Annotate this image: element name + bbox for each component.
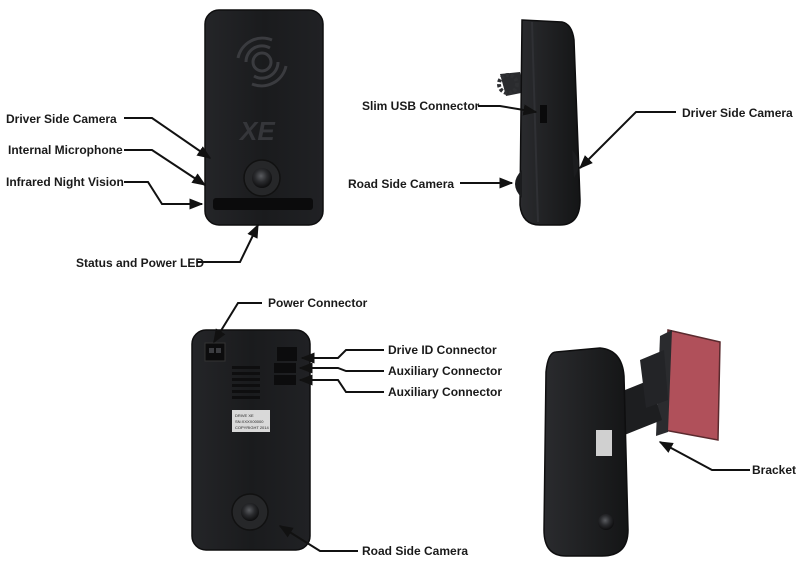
device-logo-text: XE bbox=[238, 116, 275, 146]
label-front-status-power-led: Status and Power LED bbox=[76, 256, 205, 270]
label-side-driver-side-camera: Driver Side Camera bbox=[682, 106, 793, 120]
power-connector-port bbox=[204, 342, 226, 362]
back-camera-lens-icon bbox=[241, 503, 259, 521]
bracket-adhesive-pad bbox=[663, 329, 721, 441]
bracket-view-device bbox=[543, 329, 721, 557]
label-back-auxiliary-connector-1: Auxiliary Connector bbox=[388, 364, 503, 378]
swirl-logo-icon bbox=[236, 36, 288, 88]
label-back-auxiliary-connector-2: Auxiliary Connector bbox=[388, 385, 503, 399]
label-side-road-side-camera: Road Side Camera bbox=[348, 177, 455, 191]
label-front-driver-side-camera: Driver Side Camera bbox=[6, 112, 117, 126]
aux-connector-port-2 bbox=[274, 375, 296, 385]
serial-sticker bbox=[232, 410, 270, 432]
front-camera-lens-icon bbox=[252, 168, 272, 188]
drive-id-connector-port bbox=[277, 347, 297, 361]
usb-port bbox=[540, 105, 547, 123]
label-back-drive-id-connector: Drive ID Connector bbox=[388, 343, 497, 357]
label-bracket: Bracket bbox=[752, 463, 797, 477]
back-view-device: DRIVE XE SN:XXXX00000 COPYRIGHT 2014 bbox=[191, 329, 311, 551]
label-front-internal-microphone: Internal Microphone bbox=[8, 143, 123, 157]
sticker-line-2: SN:XXXX00000 bbox=[235, 419, 264, 424]
bracket-callout bbox=[658, 441, 750, 471]
label-back-road-side-camera: Road Side Camera bbox=[362, 544, 469, 558]
sticker-line-1: DRIVE XE bbox=[235, 413, 254, 418]
label-front-infrared-night-vision: Infrared Night Vision bbox=[6, 175, 124, 189]
side-callouts bbox=[460, 104, 676, 189]
sticker-line-3: COPYRIGHT 2014 bbox=[235, 425, 269, 430]
vent-grille bbox=[232, 366, 260, 399]
label-side-slim-usb-connector: Slim USB Connector bbox=[362, 99, 480, 113]
front-callouts bbox=[124, 117, 259, 263]
label-back-power-connector: Power Connector bbox=[268, 296, 368, 310]
infrared-strip bbox=[213, 198, 313, 210]
back-callouts bbox=[213, 302, 384, 552]
bracket-view-camera-lens-icon bbox=[598, 514, 614, 530]
side-road-camera-bump bbox=[515, 170, 522, 198]
aux-connector-port-1 bbox=[274, 363, 296, 373]
side-driver-camera-bump bbox=[572, 150, 579, 178]
side-view-device bbox=[497, 19, 581, 226]
front-view-device: XE bbox=[204, 9, 324, 226]
